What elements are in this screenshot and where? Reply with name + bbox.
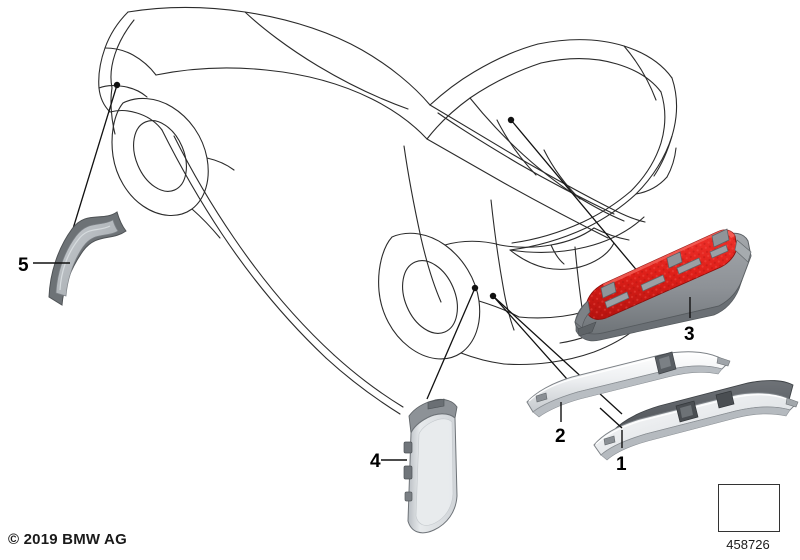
- leader-dots: [113, 81, 515, 300]
- part-5-side-reflector-front[interactable]: [48, 211, 127, 306]
- part-4-side-reflector-rear[interactable]: [403, 398, 458, 534]
- mounting-tabs: [604, 244, 729, 309]
- leader-dot-3: [507, 116, 515, 124]
- vehicle-outline: [98, 6, 678, 415]
- top-clips: [600, 228, 730, 299]
- callout-label-5: 5: [18, 255, 29, 276]
- leader-line-5: [71, 84, 118, 233]
- callout-label-2: 2: [555, 426, 566, 447]
- callout-label-1: 1: [616, 454, 627, 475]
- leader-dot-5: [113, 81, 121, 89]
- leader-dot-4: [471, 284, 479, 292]
- copyright-notice: © 2019 BMW AG: [8, 531, 127, 548]
- part-1-rear-reflector-right[interactable]: [593, 380, 799, 461]
- callout-label-4: 4: [370, 451, 381, 472]
- part-2-rear-reflector-left[interactable]: [526, 351, 731, 418]
- part-3-third-brake-light[interactable]: [574, 228, 752, 342]
- leader-line-3: [510, 119, 640, 274]
- leader-line-4: [426, 287, 476, 400]
- callout-label-3: 3: [684, 324, 695, 345]
- leader-dot-1-2: [489, 292, 497, 300]
- diagram-number: 458726: [726, 537, 770, 552]
- leader-lines: [71, 84, 640, 415]
- leader-line-1: [492, 295, 623, 415]
- view-orientation-box: [718, 484, 780, 532]
